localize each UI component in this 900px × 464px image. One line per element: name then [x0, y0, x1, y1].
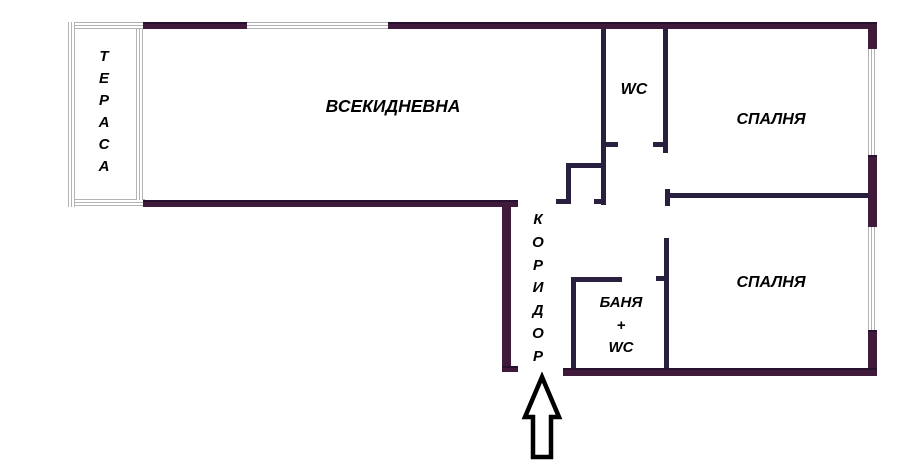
terrace-rail-bottom	[68, 199, 145, 207]
bath-label: БАНЯ + WC	[581, 292, 661, 360]
wall-bottom-right	[563, 368, 877, 376]
bath-label-line1: БАНЯ	[599, 294, 643, 311]
window-top	[247, 22, 388, 29]
wall-right-middle	[868, 155, 877, 227]
wall-bedroom2-left	[664, 238, 669, 368]
wall-bedroom2-left-jamb	[656, 276, 664, 281]
wall-nook-foot	[556, 199, 571, 204]
bath-label-line2: +	[616, 316, 626, 334]
living-room-label: ВСЕКИДНЕВНА	[325, 96, 461, 116]
wall-wc-right-doorjamb	[653, 142, 663, 147]
wall-living-bottom	[143, 200, 518, 207]
wall-wc-left-foot	[594, 199, 606, 204]
wall-nook-top	[566, 163, 606, 168]
bath-label-line3: WC	[608, 339, 634, 356]
wall-wc-left	[601, 29, 606, 205]
wall-wc-left-doorjamb	[606, 142, 618, 147]
wall-bath-left	[571, 277, 576, 368]
wall-wc-right	[663, 29, 668, 153]
wall-right-lower	[868, 330, 877, 376]
bedroom-bottom-label: СПАЛНЯ	[736, 274, 806, 291]
wall-corridor-left-foot	[502, 366, 518, 372]
wall-corridor-left	[502, 200, 511, 372]
wall-right-upper	[868, 22, 877, 49]
entrance-arrow-icon	[521, 372, 563, 460]
wall-nook-vertical	[566, 163, 571, 204]
wall-bath-top	[571, 277, 622, 282]
window-bedroom-top	[868, 49, 877, 155]
wall-top-left	[143, 22, 247, 29]
terrace-rail-top	[68, 22, 143, 29]
wall-top-right	[388, 22, 877, 29]
terrace-rail-left	[68, 22, 75, 207]
wall-bedroom-divider-jamb	[665, 189, 670, 206]
bedroom-top-label: СПАЛНЯ	[736, 111, 806, 128]
wc-label: WC	[620, 81, 648, 98]
window-bedroom-bottom	[868, 227, 877, 330]
terrace-rail-right	[136, 29, 143, 200]
wall-bedroom-divider	[667, 193, 868, 198]
